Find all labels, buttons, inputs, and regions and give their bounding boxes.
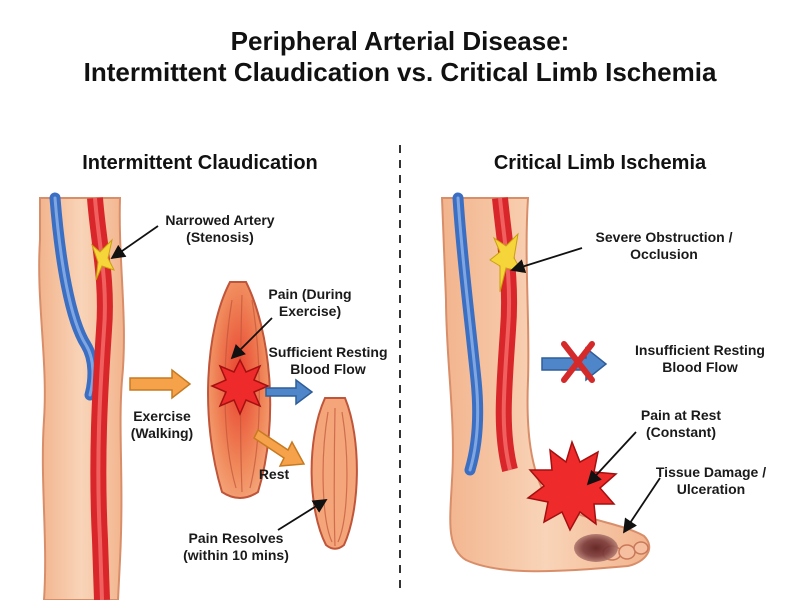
label-line: Ulceration	[676, 481, 746, 497]
rest-arrow	[253, 428, 306, 467]
occlusion-plaque	[489, 232, 524, 293]
label-line: Blood Flow	[290, 361, 366, 377]
left-leg-illustration	[38, 192, 125, 600]
label-line: Occlusion	[630, 246, 698, 262]
right-leg-illustration	[440, 192, 651, 573]
label-line: Pain (During	[268, 286, 352, 302]
label-line: Tissue Damage /	[655, 464, 767, 480]
exercise-label: Exercise (Walking)	[120, 408, 204, 442]
pain-at-rest-label: Pain at Rest (Constant)	[626, 407, 736, 441]
sufficient-flow-label: Sufficient Resting Blood Flow	[258, 344, 398, 378]
title-line-1: Peripheral Arterial Disease:	[230, 26, 570, 56]
label-line: Sufficient Resting	[268, 344, 388, 360]
label-line: Blood Flow	[662, 359, 738, 375]
label-line: Narrowed Artery	[165, 212, 275, 228]
label-line: (Stenosis)	[186, 229, 254, 245]
label-line: Exercise)	[278, 303, 342, 319]
cross-mark	[561, 341, 595, 383]
ulcer	[574, 534, 618, 562]
label-line: Severe Obstruction /	[595, 229, 733, 245]
page-title: Peripheral Arterial Disease: Intermitten…	[0, 26, 800, 88]
label-line: Insufficient Resting	[635, 342, 765, 358]
sufficient-flow-arrow	[265, 378, 314, 406]
pain-during-exercise-label: Pain (During Exercise)	[260, 286, 360, 320]
label-line: Pain at Rest	[640, 407, 722, 423]
label-line: Exercise	[133, 408, 191, 424]
exercise-arrow	[129, 368, 192, 400]
label-line: (within 10 mins)	[183, 547, 289, 563]
title-line-2: Intermittent Claudication vs. Critical L…	[83, 57, 717, 87]
label-line: (Constant)	[646, 424, 716, 440]
pain-resolves-label: Pain Resolves (within 10 mins)	[166, 530, 306, 564]
rest-label: Rest	[258, 466, 290, 482]
narrowed-artery-label: Narrowed Artery (Stenosis)	[160, 212, 280, 246]
tissue-damage-label: Tissue Damage / Ulceration	[646, 464, 776, 498]
right-panel-heading: Critical Limb Ischemia	[493, 152, 707, 174]
label-line: (Walking)	[130, 425, 194, 441]
obstruction-label: Severe Obstruction / Occlusion	[584, 229, 744, 263]
rest-muscle	[310, 397, 358, 550]
exercise-pain-burst	[210, 358, 270, 416]
insufficient-flow-label: Insufficient Resting Blood Flow	[622, 342, 778, 376]
left-panel-heading: Intermittent Claudication	[82, 152, 318, 174]
label-line: Pain Resolves	[188, 530, 284, 546]
stenosis-plaque	[90, 238, 115, 281]
